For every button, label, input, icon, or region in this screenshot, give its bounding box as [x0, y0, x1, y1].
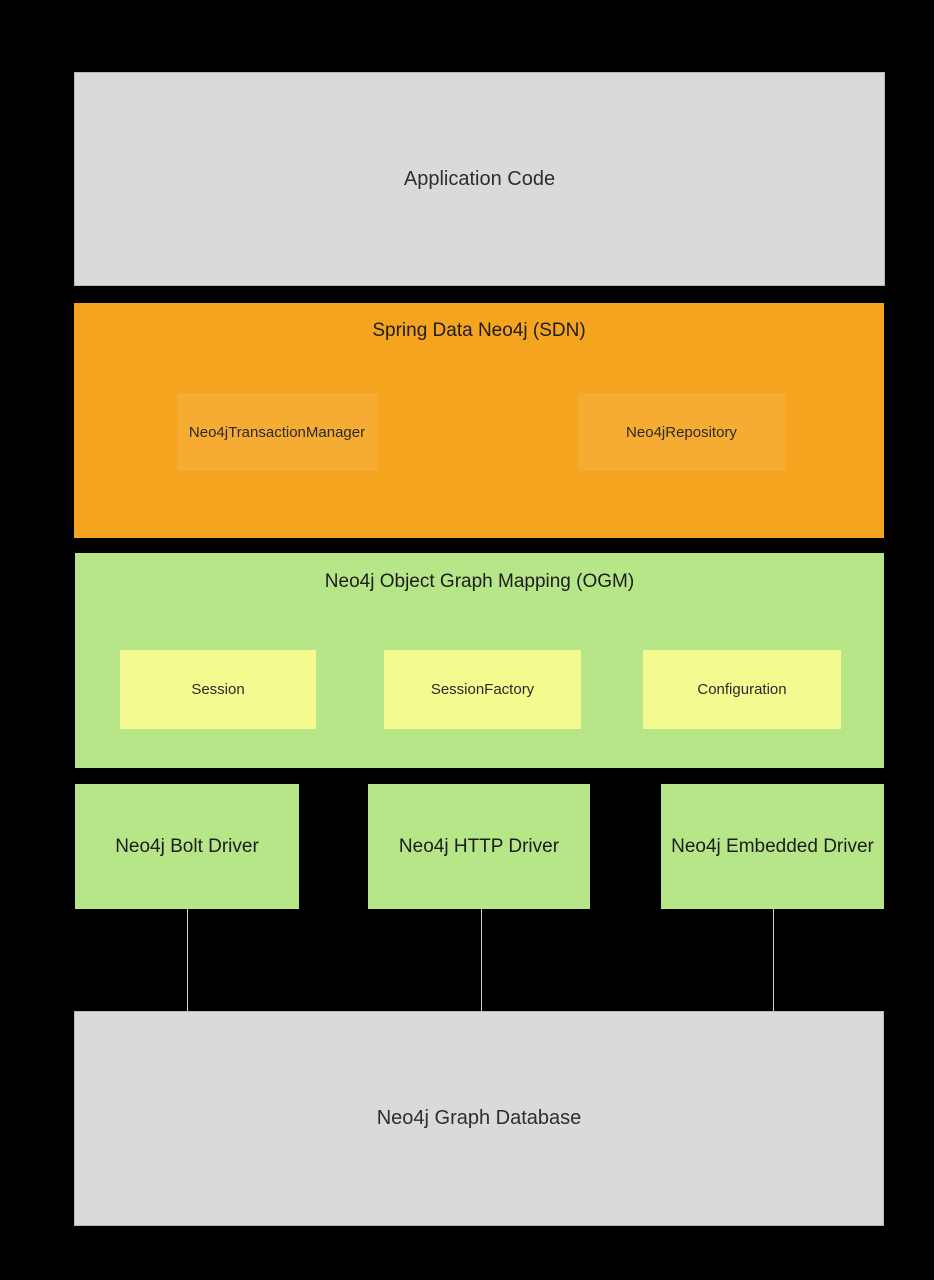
configuration-box: Configuration	[643, 650, 841, 729]
neo4j-http-driver-box: Neo4j HTTP Driver	[368, 784, 590, 909]
neo4j-repository-box: Neo4jRepository	[578, 393, 785, 471]
ogm-layer-box: Neo4j Object Graph Mapping (OGM) Session…	[75, 553, 884, 768]
connector-line-embedded-to-db	[773, 909, 774, 1011]
application-code-label: Application Code	[403, 167, 556, 190]
neo4j-graph-database-box: Neo4j Graph Database	[74, 1011, 884, 1226]
neo4j-http-driver-label: Neo4j HTTP Driver	[398, 835, 560, 857]
session-box: Session	[120, 650, 316, 729]
sdn-layer-title: Spring Data Neo4j (SDN)	[372, 320, 586, 341]
session-factory-label: SessionFactory	[430, 681, 535, 698]
session-factory-box: SessionFactory	[384, 650, 581, 729]
application-code-box: Application Code	[74, 72, 885, 286]
neo4j-repository-label: Neo4jRepository	[626, 423, 737, 441]
session-label: Session	[191, 681, 245, 698]
connector-line-http-to-db	[481, 909, 482, 1011]
neo4j-embedded-driver-box: Neo4j Embedded Driver	[661, 784, 884, 909]
configuration-label: Configuration	[697, 681, 787, 698]
neo4j-embedded-driver-label: Neo4j Embedded Driver	[671, 835, 874, 857]
connector-line-bolt-to-db	[187, 909, 188, 1011]
neo4j-bolt-driver-box: Neo4j Bolt Driver	[75, 784, 299, 909]
neo4j-transaction-manager-label: Neo4jTransactionManager	[188, 423, 366, 441]
ogm-layer-title: Neo4j Object Graph Mapping (OGM)	[324, 571, 635, 592]
neo4j-graph-database-label: Neo4j Graph Database	[376, 1107, 582, 1129]
neo4j-transaction-manager-box: Neo4jTransactionManager	[177, 393, 377, 471]
sdn-layer-box: Spring Data Neo4j (SDN) Neo4jTransaction…	[74, 303, 884, 538]
neo4j-bolt-driver-label: Neo4j Bolt Driver	[115, 835, 259, 857]
